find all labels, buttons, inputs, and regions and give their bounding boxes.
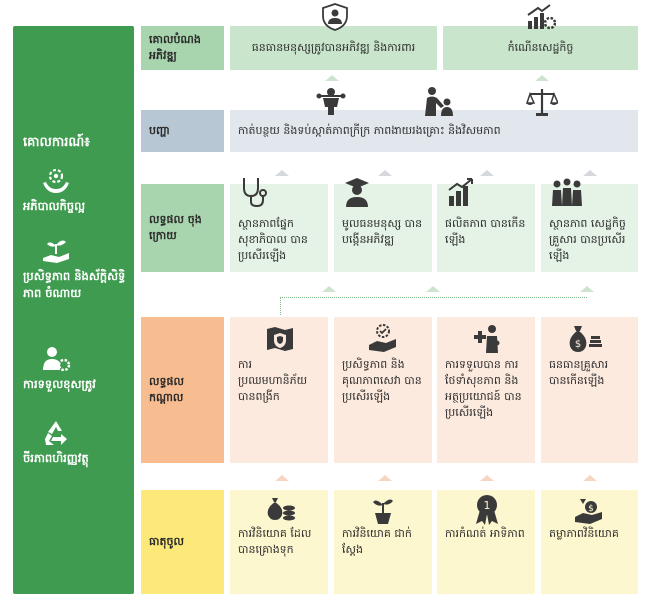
arrow-up <box>580 286 594 292</box>
input-text: ការកំណត់ អាទិភាព <box>445 527 525 540</box>
stethoscope-icon <box>243 178 267 208</box>
principle-label: អភិបាលកិច្ចល្អ <box>23 199 86 213</box>
goal-cell-economic-growth: កំណើនសេដ្ឋកិច្ច <box>443 26 638 70</box>
intermediate-cell-household-resources: ធនធានគ្រួសារ បានកើនឡើង <box>541 317 638 463</box>
hands-gear-icon <box>43 168 69 193</box>
intermediate-text: ប្រសិទ្ធភាព និង គុណភាពសេវា បានប្រសើរឡើង <box>342 358 422 403</box>
intermediate-text: ធនធានគ្រួសារ បានកើនឡើង <box>549 358 609 387</box>
dotted-connector <box>280 297 281 315</box>
outcome-text: មូលធនមនុស្ស បានបង្កើនអភិវឌ្ឍ <box>342 217 423 246</box>
person-lifting-icon <box>316 88 346 115</box>
principle-efficiency: ប្រសិទ្ធភាព និងស័ក្តិសិទ្ធិភាព ចំណាយ <box>23 236 133 302</box>
arrow-up <box>583 170 597 176</box>
goal-cell-human-resources: ធនធានមនុស្សត្រូវបានអភិវឌ្ឍ និងការពារ <box>230 26 437 70</box>
intermediate-cell-risk: ការប្រឈមហានិភ័យ បានពង្រីក <box>230 317 328 463</box>
outcome-cell-health: ស្ថានភាពផ្នែក សុខាភិបាល បានប្រសើរឡើង <box>230 184 328 272</box>
people-caring-icon <box>425 87 453 116</box>
graduate-icon <box>345 178 369 207</box>
hand-quality-icon <box>369 324 396 352</box>
outcome-row-label: លទ្ធផល ចុងក្រោយ <box>141 184 224 272</box>
input-text: ការវិនិយោគ ដែលបានគ្រោងទុក <box>238 527 312 556</box>
arrow-up <box>322 286 336 292</box>
arrow-up <box>426 286 440 292</box>
intermediate-cell-health-access: ការទទួលបាន ការថែទាំសុខភាព និងអត្ថប្រយោជន… <box>437 317 535 463</box>
intermediate-cell-service-quality: ប្រសិទ្ធភាព និង គុណភាពសេវា បានប្រសើរឡើង <box>334 317 432 463</box>
principle-financial-sustainability: ចីរភាពហិរញ្ញវត្ថុ <box>23 418 133 467</box>
growth-chart-gear-icon <box>527 4 556 30</box>
challenge-row-label: បញ្ហា <box>141 110 224 152</box>
outcome-text: ស្ថានភាពផ្នែក សុខាភិបាល បានប្រសើរឡើង <box>238 217 308 262</box>
principle-label: ប្រសិទ្ធភាព និងស័ក្តិសិទ្ធិភាព ចំណាយ <box>23 269 126 300</box>
principle-good-governance: អភិបាលកិច្ចល្អ <box>23 166 133 215</box>
svg-text:$: $ <box>588 504 594 514</box>
family-icon <box>552 178 582 206</box>
coins-icon <box>267 498 295 521</box>
challenge-text: កាត់បន្ថយ និងទប់ស្កាត់ភាពក្រីក្រ ភាពងាយរ… <box>238 124 501 137</box>
arrow-up <box>378 475 392 481</box>
input-text: ការវិនិយោគ ជាក់ស្តែង <box>342 527 412 556</box>
balance-scale-icon <box>526 89 558 116</box>
plant-pot-icon <box>373 499 393 524</box>
arrow-up <box>378 170 392 176</box>
principles-sidebar: គោលការណ៍៖ អភិបាលកិច្ចល្អ ប្រសិទ្ធភាព និង… <box>13 26 134 594</box>
arrow-up <box>480 475 494 481</box>
money-bag-icon: $ <box>569 326 602 352</box>
arrow-up <box>275 475 289 481</box>
arrow-up <box>325 75 339 81</box>
hand-coin-icon: $ <box>575 499 602 524</box>
recycle-icon <box>45 421 67 445</box>
hand-plant-icon <box>43 240 69 263</box>
arrow-up <box>275 170 289 176</box>
productivity-chart-icon <box>448 178 473 206</box>
arrow-up <box>535 75 549 81</box>
intermediate-text: ការទទួលបាន ការថែទាំសុខភាព និងអត្ថប្រយោជន… <box>445 358 522 419</box>
challenge-cell: កាត់បន្ថយ និងទប់ស្កាត់ភាពក្រីក្រ ភាពងាយរ… <box>230 110 638 152</box>
arrow-up <box>583 475 597 481</box>
person-shield-icon <box>322 3 348 31</box>
outcome-text: ស្ថានភាព សេដ្ឋកិច្ចគ្រួសារ បានប្រសើរឡើង <box>549 217 626 262</box>
goal-text: ធនធានមនុស្សត្រូវបានអភិវឌ្ឍ និងការពារ <box>251 41 416 54</box>
outcome-cell-productivity: ផលិតភាព បានកើនឡើង <box>437 184 535 272</box>
goal-row-label: គោលបំណង អភិវឌ្ឍ <box>141 26 224 70</box>
principle-label: ចីរភាពហិរញ្ញវត្ថុ <box>23 451 89 465</box>
principle-label: ការទទួលខុសត្រូវ <box>23 377 96 391</box>
input-row-label: ធាតុចូល <box>141 490 224 594</box>
award-icon: 1 <box>476 495 498 525</box>
outcome-text: ផលិតភាព បានកើនឡើង <box>445 217 526 246</box>
intermediate-row-label: លទ្ធផល កណ្តាល <box>141 317 224 463</box>
arrow-up <box>480 170 494 176</box>
input-text: តម្លាភាពវិនិយោគ <box>549 527 619 540</box>
health-care-icon <box>474 325 500 353</box>
svg-text:$: $ <box>575 339 581 350</box>
dotted-connector <box>280 297 587 298</box>
goal-text: កំណើនសេដ្ឋកិច្ច <box>507 41 574 54</box>
principle-accountability: ការទទួលខុសត្រូវ <box>23 344 133 393</box>
principles-title: គោលការណ៍៖ <box>23 135 90 150</box>
intermediate-text: ការប្រឈមហានិភ័យ បានពង្រីក <box>238 358 308 403</box>
svg-text:1: 1 <box>484 499 491 512</box>
person-gear-icon <box>43 347 71 372</box>
shield-map-icon <box>267 327 293 351</box>
